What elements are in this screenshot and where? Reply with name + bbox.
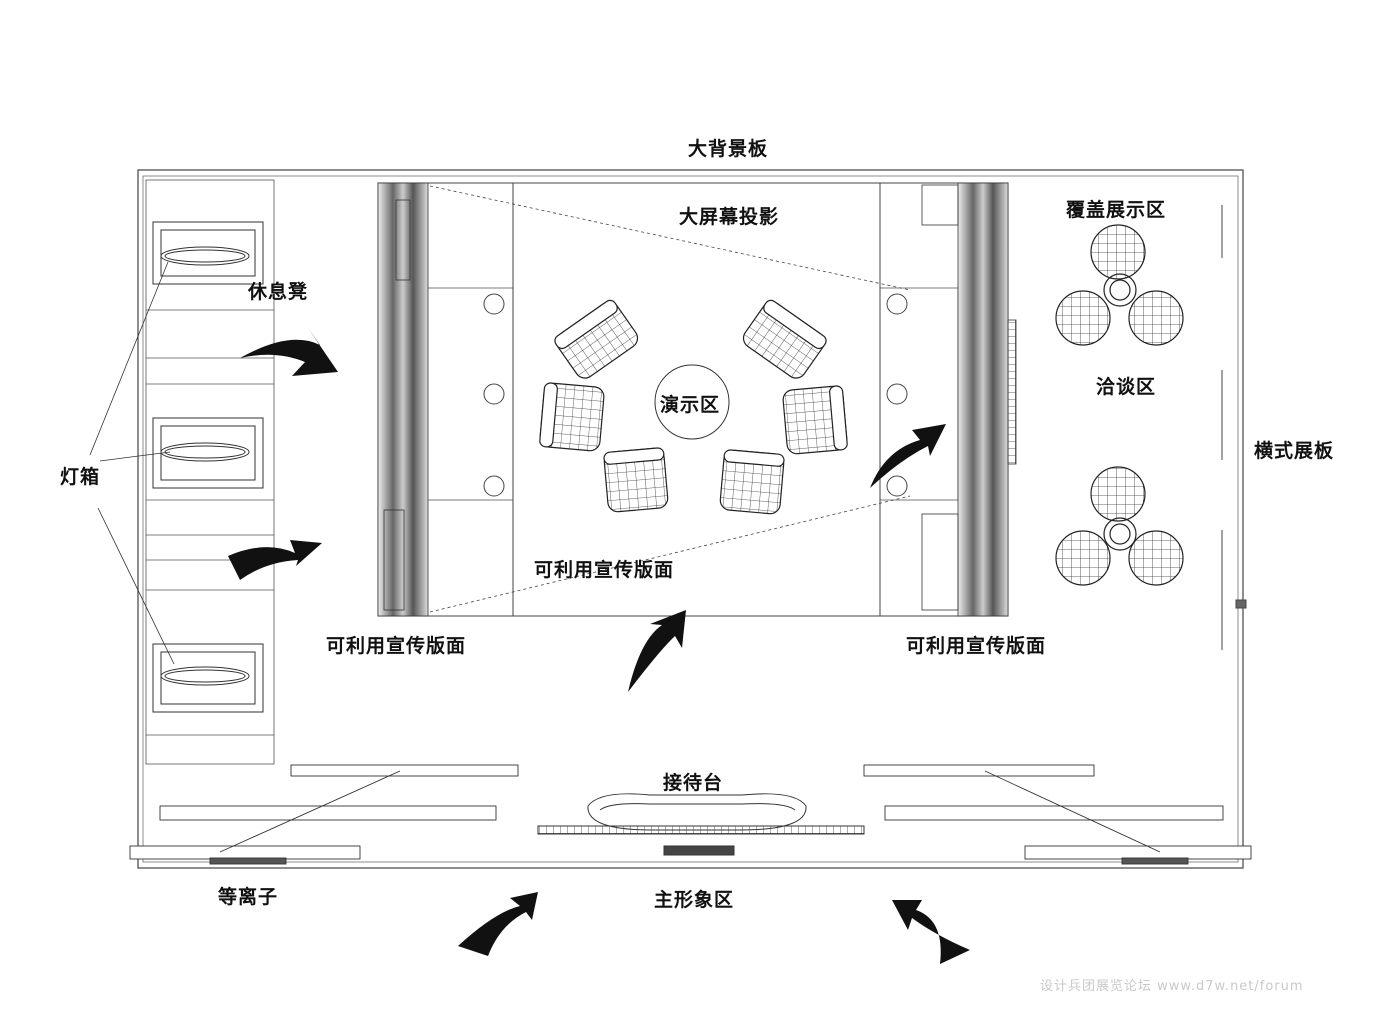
- bench-label: 休息凳: [248, 281, 309, 303]
- flow-arrows: [228, 328, 970, 964]
- lightbox-3: [152, 643, 264, 713]
- main-image-zone-label: 主形象区: [654, 889, 735, 911]
- stage-column-left: [377, 182, 429, 617]
- promo-board-left-label: 可利用宣传版面: [326, 635, 467, 657]
- arrow-right: [870, 424, 946, 488]
- demo-zone-label: 演示区: [660, 394, 721, 416]
- watermark: 设计兵团展览论坛 www.d7w.net/forum: [1040, 979, 1304, 994]
- coverage-zone-label: 覆盖展示区: [1066, 199, 1167, 221]
- demo-zone-circle: [654, 364, 730, 440]
- horizontal-board-lines: [1221, 205, 1247, 650]
- arrow-center: [628, 610, 686, 692]
- negotiation-set-2: [1055, 466, 1184, 586]
- lightbox-leaders: [89, 261, 175, 665]
- booth-outline: [137, 169, 1244, 869]
- big-screen-label: 大屏幕投影: [679, 206, 780, 228]
- arrow-bottom-left: [458, 892, 538, 956]
- negotiation-set-1: [1055, 224, 1184, 346]
- negotiation-zone-label: 洽谈区: [1096, 376, 1157, 398]
- reception-desk-label: 接待台: [663, 772, 724, 794]
- arrow-left-upper: [240, 328, 338, 376]
- plasma-label: 等离子: [218, 886, 279, 908]
- promo-board-right-label: 可利用宣传版面: [906, 635, 1047, 657]
- lightbox-label: 灯箱: [60, 466, 101, 488]
- demo-chairs: [539, 299, 848, 515]
- reception-desk: [537, 793, 865, 856]
- lightbox-1: [152, 221, 264, 285]
- display-rails: [129, 764, 1252, 865]
- backdrop-label: 大背景板: [688, 138, 769, 160]
- arrow-bottom-right: [892, 900, 970, 964]
- promo-board-center-label: 可利用宣传版面: [534, 559, 675, 581]
- horizontal-board-label: 横式展板: [1254, 440, 1335, 462]
- arrow-left-lower: [228, 540, 322, 580]
- lightbox-2: [152, 417, 264, 489]
- stage-column-right: [921, 182, 1017, 617]
